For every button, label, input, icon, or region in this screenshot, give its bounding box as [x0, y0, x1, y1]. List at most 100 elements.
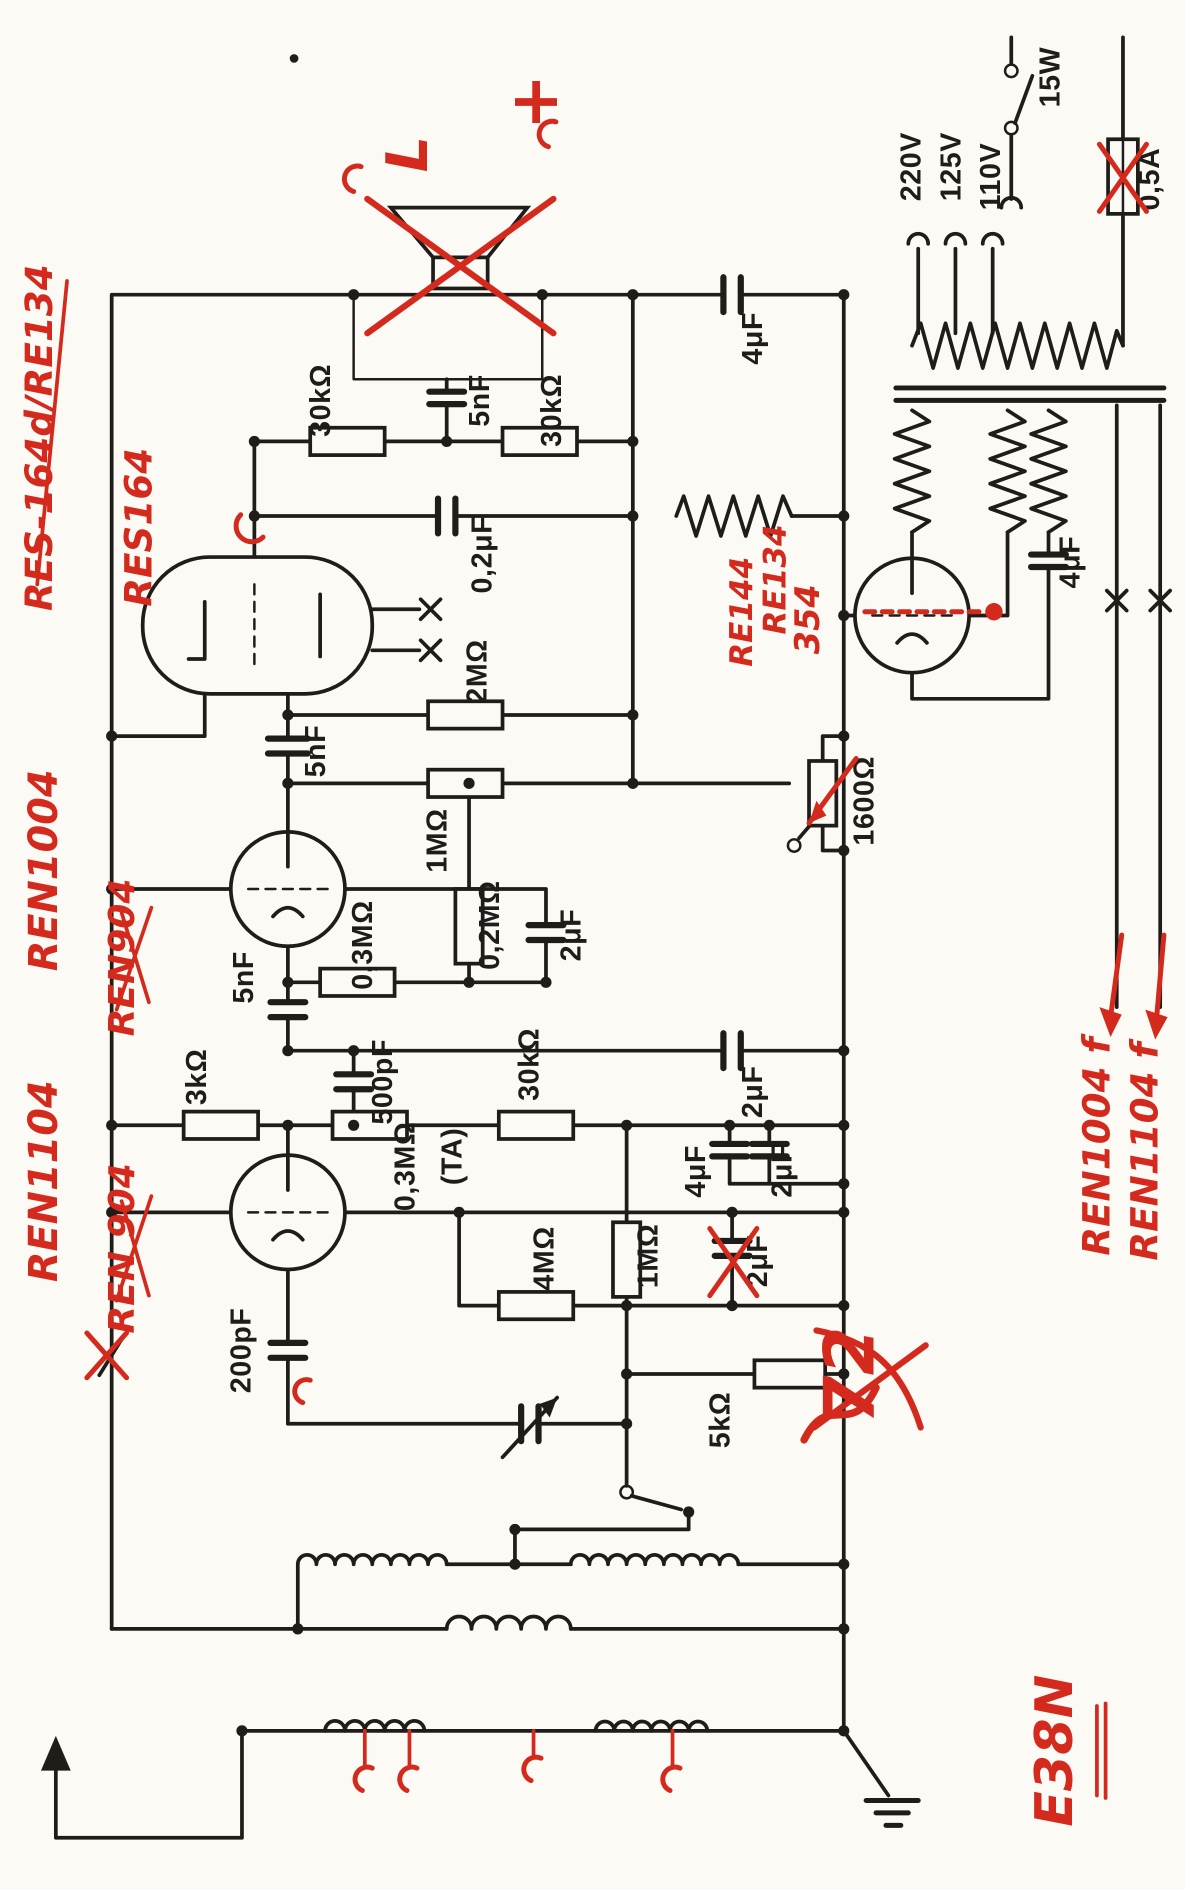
- red-cross-fuse: [1096, 141, 1150, 214]
- red-curl-200pf: [292, 1377, 313, 1406]
- label-c4uf-top: 4μF: [737, 312, 769, 365]
- label-125v: 125V: [935, 132, 967, 201]
- cap-5nf-mid: [264, 735, 311, 757]
- cap-4uf-top: [720, 274, 744, 316]
- ground-symbol: [863, 1797, 921, 1828]
- label-re134: RE134: [757, 524, 793, 634]
- resistor-4m: [496, 1290, 576, 1322]
- terminal-hook-110: [980, 231, 1005, 246]
- label-r1600: 1600Ω: [849, 756, 881, 846]
- tube-layer: [140, 555, 971, 1272]
- red-hook-terminal-right: [536, 118, 559, 150]
- antenna-coil-left: [323, 1719, 427, 1733]
- speaker-magnet: [431, 255, 490, 291]
- label-220v: 220V: [896, 132, 928, 201]
- label-r03m-lower: 0,3MΩ: [389, 1122, 421, 1212]
- cap-4uf-b: [709, 1140, 751, 1160]
- label-r5k: 5kΩ: [705, 1392, 737, 1449]
- red-arrow-heater-2: [1153, 932, 1167, 1023]
- coupling-coil: [444, 1614, 573, 1631]
- pin-cross-1: [418, 597, 443, 622]
- cap-2uf-a: [525, 921, 567, 944]
- capacitor-layer: [264, 274, 1069, 1460]
- cap-5nf-lower: [267, 999, 309, 1021]
- red-cross-ren904-lower: [114, 1194, 154, 1303]
- field-choke-winding: [674, 494, 794, 538]
- label-r3k: 3kΩ: [181, 1049, 213, 1106]
- red-scribble-b: [813, 1327, 924, 1431]
- label-c5nf-mid: 5nF: [300, 725, 332, 778]
- resistor-layer: [181, 137, 1140, 1390]
- pin-cross-2: [418, 638, 443, 663]
- potentiometer-terminal: [786, 838, 802, 853]
- switch-layer: [40, 54, 1172, 1771]
- red-hook-terminal-left: [341, 163, 364, 194]
- red-hook-tap-4: [660, 1764, 683, 1794]
- label-r30k-right: 30kΩ: [536, 374, 568, 447]
- coil-layer: [295, 321, 1167, 1733]
- tuning-coil-secondary: [568, 1553, 741, 1567]
- cap-2uf-b: [720, 1030, 744, 1072]
- wave-switch-pivot: [619, 1484, 635, 1500]
- label-re144: RE144: [724, 557, 760, 667]
- red-cross-speaker: [364, 195, 557, 337]
- cap-02uf: [434, 495, 459, 537]
- red-hook-tap-3: [521, 1754, 544, 1784]
- output-transformer-box: [352, 293, 544, 381]
- label-heater-ren1004: REN1004 f: [1074, 1032, 1118, 1255]
- label-r02m: 0,2MΩ: [474, 880, 506, 970]
- label-plus-terminal: +: [495, 74, 573, 130]
- label-c4uf-right: 4μF: [1055, 536, 1087, 589]
- resistor-3k: [181, 1109, 260, 1141]
- terminal-hook-125: [943, 231, 968, 246]
- label-c2uf-c: 2μF: [767, 1145, 799, 1198]
- secondary-winding-1: [892, 408, 932, 535]
- red-arrow-heater-1: [1108, 932, 1125, 1020]
- cap-2uf-c: [748, 1140, 790, 1160]
- cap-4uf-right: [1028, 551, 1069, 571]
- cap-200pf: [267, 1339, 309, 1361]
- label-110v: 110V: [975, 143, 1007, 211]
- label-r30k-det: 30kΩ: [514, 1028, 546, 1101]
- red-curl-grid-cap: [233, 512, 266, 545]
- pin-cross-4: [1148, 588, 1172, 613]
- label-r1m-mid: 1MΩ: [422, 808, 454, 872]
- junction-dots: [106, 289, 850, 1737]
- mains-primary-winding: [910, 321, 1125, 370]
- label-r30k-left: 30kΩ: [305, 364, 337, 437]
- label-r03m-upper: 0,3MΩ: [347, 900, 379, 990]
- red-cross-trimmer: [84, 1330, 130, 1381]
- resistor-2m: [426, 699, 505, 731]
- label-c02uf: 0,2μF: [466, 516, 498, 594]
- label-c2uf-b: 2μF: [737, 1065, 769, 1118]
- resistor-30k-right: [500, 425, 579, 457]
- terminal-hook-220: [906, 231, 931, 246]
- cap-5nf-speaker: [426, 388, 468, 408]
- label-ren1004: REN1004: [21, 769, 67, 971]
- label-c4uf-b: 4μF: [680, 1145, 712, 1198]
- label-res164: RES164: [116, 448, 160, 607]
- tube-res164-envelope: [140, 555, 375, 696]
- label-model-e38n: E38N: [1025, 1675, 1085, 1827]
- resistor-03m-upper: [318, 966, 397, 998]
- wire-layer: [53, 35, 1163, 1840]
- label-c5nf-lower: 5nF: [228, 951, 260, 1004]
- label-r1m-det: 1MΩ: [633, 1224, 665, 1288]
- resistor-03m-lower: [330, 1109, 409, 1141]
- printed-labels: 30kΩ 5nF 30kΩ 4μF 0,2μF 2MΩ 5nF 1MΩ 1600…: [181, 47, 1166, 1448]
- paper-speck: [289, 54, 299, 63]
- red-tap-stubs: [362, 1728, 675, 1768]
- pin-cross-3: [1104, 588, 1129, 613]
- label-c5nf-speaker: 5nF: [464, 374, 496, 427]
- resistor-30k-left: [308, 425, 387, 457]
- red-blob-re134: [985, 603, 1003, 621]
- mains-switch-top: [1003, 63, 1019, 79]
- red-annotation-layer: RES-164d/RE134 RES164 RE144 RE134 354 RE…: [17, 74, 1168, 1827]
- antenna-symbol: [40, 1735, 71, 1771]
- transformer-core: [893, 385, 1167, 403]
- resistor-30k-det: [496, 1109, 576, 1141]
- resistor-5k: [752, 1358, 828, 1390]
- red-cross-2uf: [707, 1226, 760, 1299]
